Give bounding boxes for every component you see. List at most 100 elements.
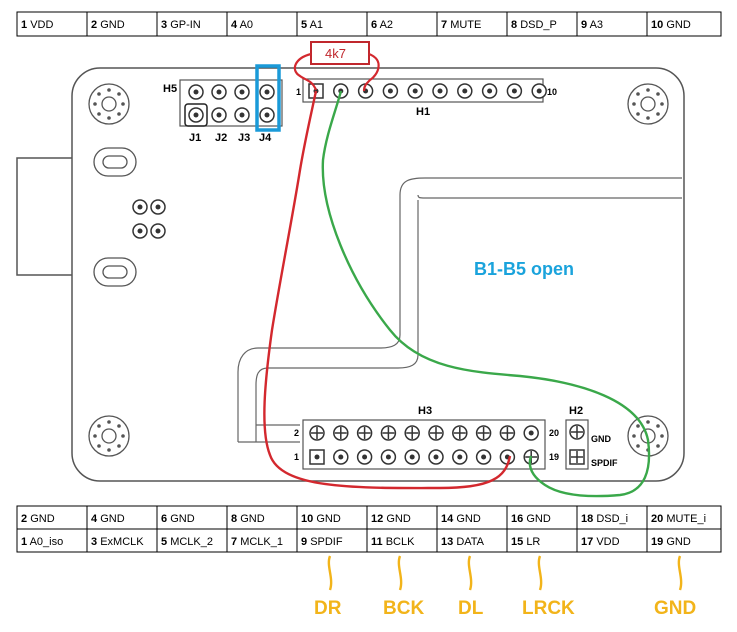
top-cell-8: 8 DSD_P xyxy=(511,19,557,31)
bottom-r2-cell-5: 9 SPDIF xyxy=(301,536,343,548)
h3-pin-9 xyxy=(404,449,420,465)
bottom-r1-cell-6: 12 GND xyxy=(371,513,411,525)
bottom-r2-cell-9: 17 VDD xyxy=(581,536,620,548)
top-cell-5: 5 A1 xyxy=(301,19,323,31)
bottom-r1-cell-9: 18 DSD_i xyxy=(581,513,628,525)
h3-pin-1 xyxy=(309,449,325,465)
h5-label: H5 xyxy=(163,83,177,95)
top-cell-2: 2 GND xyxy=(91,19,125,31)
h3-pin-12 xyxy=(428,425,444,441)
bottom-r2-cell-8: 15 LR xyxy=(511,536,540,548)
h3-pin-6 xyxy=(356,425,373,441)
top-cell-4: 4 A0 xyxy=(231,19,253,31)
h1-pin-6 xyxy=(432,83,448,99)
bottom-r2-cell-7: 13 DATA xyxy=(441,536,485,548)
h2-gnd-label: GND xyxy=(591,434,612,444)
h5-pin-top-4 xyxy=(259,84,275,100)
bottom-r1-cell-4: 8 GND xyxy=(231,513,265,525)
h3-pin-4 xyxy=(333,425,349,441)
lead-lrck xyxy=(537,555,543,591)
h3-label: H3 xyxy=(418,405,432,417)
top-cell-9: 9 A3 xyxy=(581,19,603,31)
h3-pin-14 xyxy=(452,425,468,441)
h3-pin-11 xyxy=(428,449,444,465)
h3-header: H3 2 1 20 19 xyxy=(294,405,559,470)
caption-dl: DL xyxy=(458,598,484,619)
h3-pin-3 xyxy=(333,449,349,465)
h1-pin-9 xyxy=(506,83,523,99)
top-cell-6: 6 A2 xyxy=(371,19,393,31)
h2-spdif-label: SPDIF xyxy=(591,458,618,468)
j4-highlight xyxy=(255,64,281,132)
h1-pin-7 xyxy=(457,83,473,99)
h3-pin-8 xyxy=(380,425,397,441)
green-wire xyxy=(321,90,651,498)
bottom-r2-cell-3: 5 MCLK_2 xyxy=(161,536,213,548)
pcb-board xyxy=(16,67,685,482)
h5-pin-bottom-3 xyxy=(234,107,250,123)
h1-pin-8 xyxy=(481,83,498,99)
jumper-note: B1-B5 open xyxy=(474,259,574,279)
h3-pin-16 xyxy=(475,425,492,441)
top-pin-table: 1 VDD 2 GND 3 GP-IN 4 A0 5 A1 6 A2 7 MUT… xyxy=(16,11,722,37)
h3-pin20-label: 20 xyxy=(549,428,559,438)
bottom-r2-cell-10: 19 GND xyxy=(651,536,691,548)
mounting-hole-top-right xyxy=(627,83,669,125)
resistor-4k7: 4k7 xyxy=(293,41,380,92)
h5-pin-top-1 xyxy=(188,84,204,100)
bottom-r1-cell-8: 16 GND xyxy=(511,513,551,525)
square-pads-2x2 xyxy=(132,199,166,239)
h1-header: 1 10 H1 xyxy=(296,78,557,118)
bottom-pin-table: 2 GND 4 GND 6 GND 8 GND 10 GND 12 GND 14… xyxy=(16,505,722,553)
caption-bck: BCK xyxy=(383,598,424,619)
h1-label: H1 xyxy=(416,106,430,118)
h3-pin19-label: 19 xyxy=(549,452,559,462)
bottom-r1-cell-5: 10 GND xyxy=(301,513,341,525)
h2-label: H2 xyxy=(569,405,583,417)
h3-pin-2 xyxy=(309,425,325,441)
bottom-r1-cell-2: 4 GND xyxy=(91,513,125,525)
h5-pin-bottom-2 xyxy=(211,107,227,123)
bottom-r2-cell-4: 7 MCLK_1 xyxy=(231,536,283,548)
bottom-r2-cell-2: 3 ExMCLK xyxy=(91,536,144,548)
j4-label: J4 xyxy=(259,132,272,144)
bottom-r1-cell-1: 2 GND xyxy=(21,513,55,525)
h1-pin10-label: 10 xyxy=(547,87,557,97)
top-cell-3: 3 GP-IN xyxy=(161,19,201,31)
bottom-r2-cell-1: 1 A0_iso xyxy=(21,536,63,548)
h5-pin-top-3 xyxy=(234,84,250,100)
h3-pin-17 xyxy=(499,449,516,465)
h5-pin-bottom-1 xyxy=(188,107,204,123)
h3-pin-7 xyxy=(380,449,397,465)
j2-label: J2 xyxy=(215,132,227,144)
lead-dl xyxy=(467,555,473,591)
j3-label: J3 xyxy=(238,132,250,144)
resistor-label: 4k7 xyxy=(325,46,346,61)
signal-leads: DR BCK DL LRCK GND xyxy=(314,555,696,619)
j1-label: J1 xyxy=(189,132,201,144)
h3-pin-13 xyxy=(452,449,468,465)
lead-gnd xyxy=(677,555,683,591)
top-cell-10: 10 GND xyxy=(651,19,691,31)
h1-pin-4 xyxy=(382,83,399,99)
h3-pin-20 xyxy=(523,425,539,441)
h3-pin-10 xyxy=(404,425,420,441)
caption-lrck: LRCK xyxy=(522,598,575,619)
h5-pin-bottom-4 xyxy=(259,107,275,123)
oval-slot-bottom xyxy=(93,257,137,287)
h3-pin-15 xyxy=(475,449,492,465)
bottom-r1-cell-3: 6 GND xyxy=(161,513,195,525)
caption-gnd: GND xyxy=(654,598,696,619)
top-cell-1: 1 VDD xyxy=(21,19,53,31)
lead-bck xyxy=(397,555,403,591)
oval-slot-top xyxy=(93,147,137,177)
h3-pin1-label: 1 xyxy=(294,452,299,462)
h3-pin-18 xyxy=(499,425,516,441)
mounting-hole-top-left xyxy=(88,83,130,125)
red-wire xyxy=(263,90,512,490)
bottom-r2-cell-6: 11 BCLK xyxy=(371,536,415,548)
h1-pin1-label: 1 xyxy=(296,87,301,97)
h2-header: H2 GND SPDIF xyxy=(565,405,618,470)
bottom-r1-cell-10: 20 MUTE_i xyxy=(651,513,706,525)
